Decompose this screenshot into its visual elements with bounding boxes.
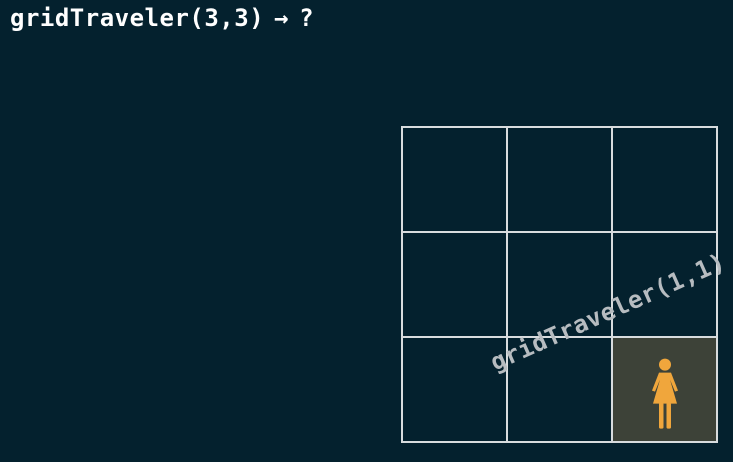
grid-board [401, 126, 718, 443]
grid-cell [403, 128, 508, 233]
grid-cell [613, 128, 718, 233]
arrow-icon: → [274, 4, 290, 32]
grid-cell [508, 338, 613, 443]
call-expression: gridTraveler(3,3) [10, 4, 265, 32]
function-call-header: gridTraveler(3,3) →? [10, 4, 314, 32]
grid-cell [613, 233, 718, 338]
grid-cell [508, 128, 613, 233]
grid-cell [403, 233, 508, 338]
grid-cell-current [613, 338, 718, 443]
person-icon [651, 358, 678, 429]
grid-cell [403, 338, 508, 443]
grid-cell [508, 233, 613, 338]
result-placeholder: ? [299, 4, 315, 32]
